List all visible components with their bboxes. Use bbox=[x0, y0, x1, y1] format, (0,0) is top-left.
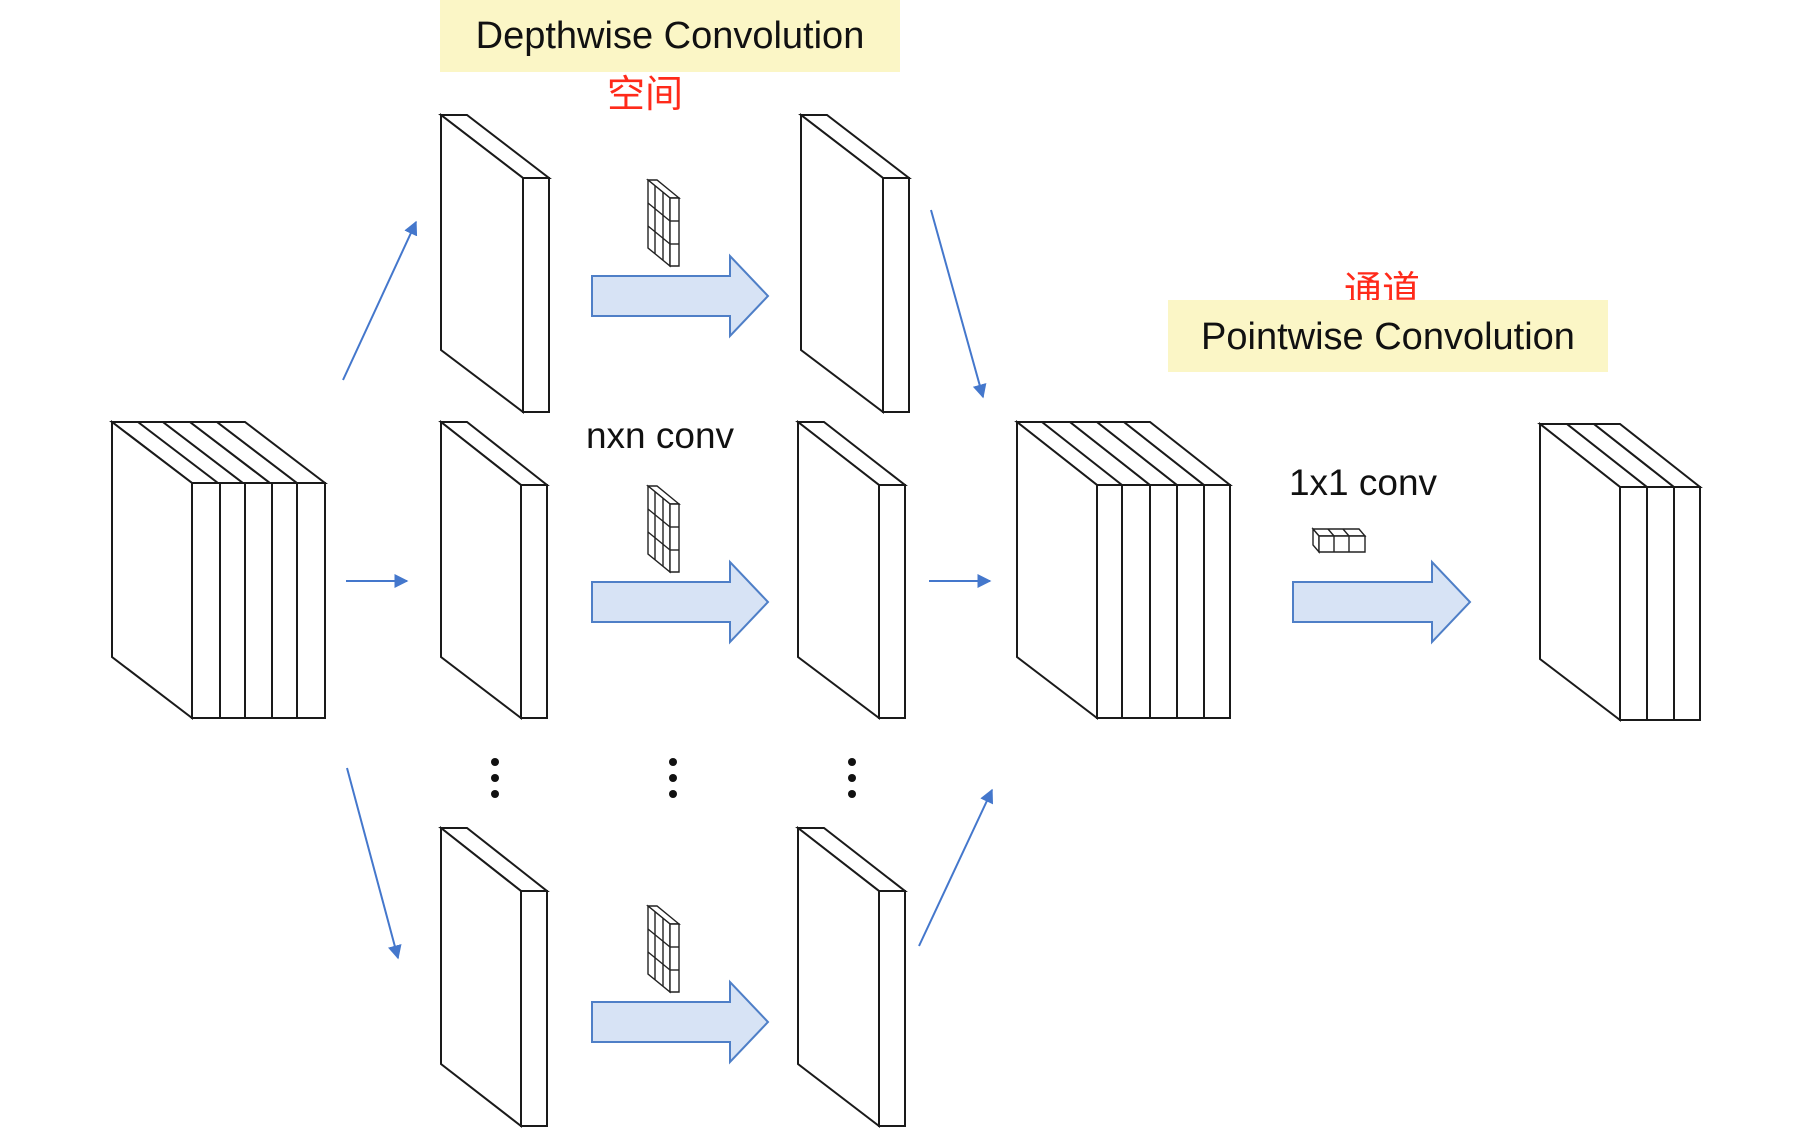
nxn-kernel-top bbox=[646, 178, 681, 268]
1x1-conv-label: 1x1 conv bbox=[1289, 462, 1438, 503]
nxn-conv-label: nxn conv bbox=[586, 415, 735, 456]
merge-arrow-bottom bbox=[918, 788, 993, 947]
nxn-kernel-bottom bbox=[646, 904, 681, 994]
ellipsis-kernel-column bbox=[669, 758, 677, 798]
concatenated-feature-stack bbox=[1014, 419, 1233, 721]
depthwise-arrow-top bbox=[591, 253, 770, 339]
1x1-kernel bbox=[1311, 527, 1367, 554]
depthwise-output-slab-middle bbox=[795, 419, 908, 721]
depthwise-output-slab-bottom bbox=[795, 825, 908, 1129]
ellipsis-input-column bbox=[491, 758, 499, 798]
merge-arrow-top bbox=[930, 209, 987, 399]
split-arrow-top bbox=[342, 220, 418, 381]
output-feature-stack bbox=[1537, 421, 1703, 723]
depthwise-input-slab-bottom bbox=[438, 825, 550, 1129]
depthwise-input-slab-middle bbox=[438, 419, 550, 721]
pointwise-label: Pointwise Convolution bbox=[1168, 300, 1608, 372]
depthwise-arrow-bottom bbox=[591, 979, 770, 1065]
split-arrow-bottom bbox=[346, 767, 402, 960]
nxn-kernel-middle bbox=[646, 484, 681, 574]
ellipsis-output-column bbox=[848, 758, 856, 798]
depthwise-arrow-middle bbox=[591, 559, 770, 645]
depthwise-output-slab-top bbox=[798, 112, 912, 415]
pointwise-title: Pointwise Convolution bbox=[1201, 316, 1575, 358]
depthwise-input-slab-top bbox=[438, 112, 552, 415]
depthwise-cn-label: 空间 bbox=[607, 72, 683, 116]
depthwise-title: Depthwise Convolution bbox=[476, 15, 865, 57]
depthwise-label: Depthwise Convolution bbox=[440, 0, 900, 72]
input-feature-stack bbox=[109, 419, 328, 721]
pointwise-arrow bbox=[1292, 559, 1472, 645]
